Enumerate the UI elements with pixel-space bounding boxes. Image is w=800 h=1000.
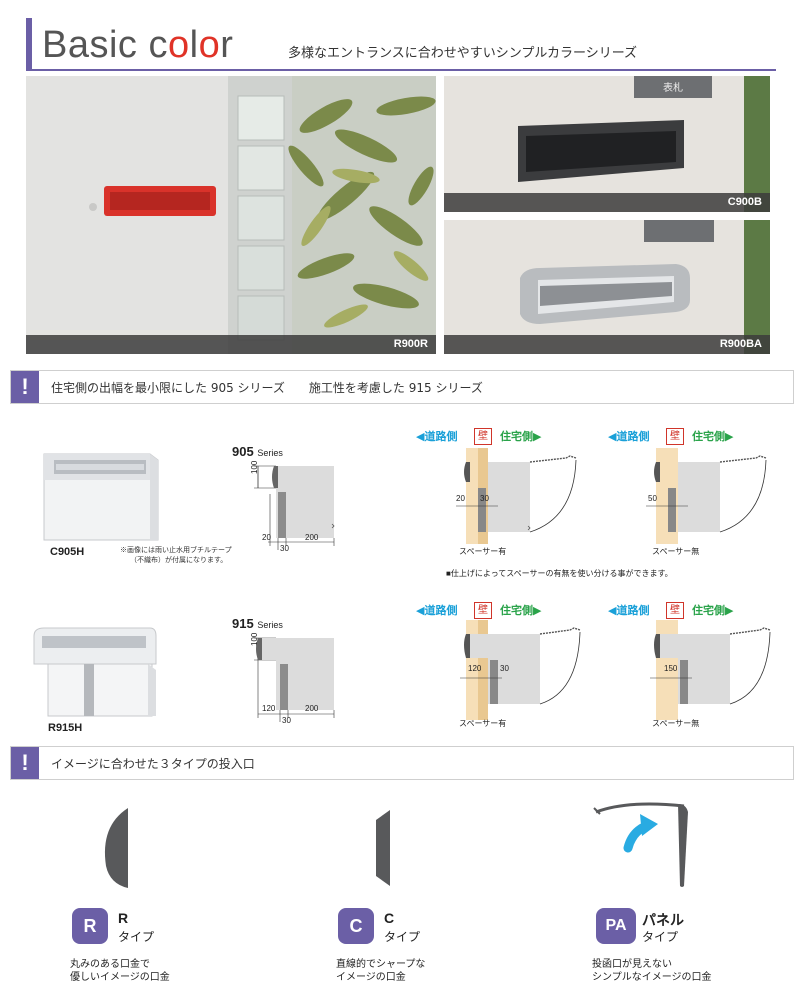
photo-caption: C900B xyxy=(444,193,770,212)
section-title: 住宅側の出幅を最小限にした 905 シリーズ 施工性を考慮した 915 シリーズ xyxy=(51,381,483,395)
r-type-desc-2: 優しいイメージの口金 xyxy=(70,972,170,983)
c-type-name: C xyxy=(384,910,395,926)
d1-dim-30: 30 xyxy=(480,494,489,503)
panel-type-desc-1: 投函口が見えない xyxy=(592,959,672,970)
d3-dim-30: 30 xyxy=(500,664,509,673)
c-type-badge: C xyxy=(338,908,374,944)
c-type-desc-2: イメージの口金 xyxy=(336,972,406,983)
photo-silver-mailbox: R900BA xyxy=(444,220,770,354)
c-type-profile-icon xyxy=(376,810,390,886)
c-type-desc-1: 直線的でシャープな xyxy=(336,959,426,970)
header-rule xyxy=(26,69,776,71)
d1-dim-20: 20 xyxy=(456,494,465,503)
series-905-title: 905 Series xyxy=(232,444,283,459)
header-accent-bar xyxy=(26,18,32,70)
section-title: イメージに合わせた３タイプの投入口 xyxy=(51,757,255,771)
d3-caption: スペーサー有 xyxy=(459,719,507,728)
exclamation-icon: ! xyxy=(11,371,39,403)
series-905-dimension-diagram xyxy=(254,465,335,550)
d1-caption: スペーサー有 xyxy=(459,547,507,556)
dim-905-30: 30 xyxy=(280,544,289,553)
c905h-note-line2: （不織布）が付属になります。 xyxy=(130,557,228,564)
photo-red-mailbox-illustration xyxy=(26,76,436,354)
dim-915-100: 100 xyxy=(250,632,259,646)
r915h-label: R915H xyxy=(48,722,83,734)
panel-type-desc-2: シンプルなイメージの口金 xyxy=(592,972,712,983)
section-bar-types: ! イメージに合わせた３タイプの投入口 xyxy=(10,746,794,780)
d4-dim-150: 150 xyxy=(664,664,678,673)
photo-silver-mailbox-illustration xyxy=(444,220,770,354)
road-side-label: ◀道路側 xyxy=(608,430,650,443)
dim-905-200: 200 xyxy=(305,533,319,542)
install-diagram-905-no-spacer xyxy=(646,448,767,544)
page-header: Basic color 多様なエントランスに合わせやすいシンプルカラーシリーズ xyxy=(26,12,776,71)
dim-915-200: 200 xyxy=(305,704,319,713)
road-side-label: ◀道路側 xyxy=(608,604,650,617)
section-bar-series: ! 住宅側の出幅を最小限にした 905 シリーズ 施工性を考慮した 915 シリ… xyxy=(10,370,794,404)
home-side-label: 住宅側▶ xyxy=(500,430,542,443)
panel-type-name: パネル xyxy=(642,912,684,928)
home-side-label: 住宅側▶ xyxy=(692,604,734,617)
dim-905-100: 100 xyxy=(250,460,259,474)
d4-caption: スペーサー無 xyxy=(652,719,700,728)
install-diagram-915-spacer xyxy=(460,620,581,720)
d3-dim-120: 120 xyxy=(468,664,482,673)
dim-915-120: 120 xyxy=(262,704,276,713)
r-type-desc-1: 丸みのある口金で xyxy=(70,959,150,970)
d2-caption: スペーサー無 xyxy=(652,547,700,556)
panel-type-sub: タイプ xyxy=(642,930,679,944)
r-type-name: R xyxy=(118,910,129,926)
home-side-label: 住宅側▶ xyxy=(692,430,734,443)
wall-label: 壁 xyxy=(666,602,684,619)
panel-type-profile-icon xyxy=(593,802,688,887)
r915h-product-image xyxy=(33,627,157,717)
photo-caption: R900BA xyxy=(444,335,770,354)
r-type-sub: タイプ xyxy=(118,930,155,944)
spacer-note: ■仕上げによってスペーサーの有無を使い分ける事ができます。 xyxy=(446,569,673,578)
page-subtitle: 多様なエントランスに合わせやすいシンプルカラーシリーズ xyxy=(288,46,638,61)
wall-label: 壁 xyxy=(474,428,492,445)
photo-black-mailbox: 表札 C900B xyxy=(444,76,770,212)
d2-dim-50: 50 xyxy=(648,494,657,503)
panel-type-badge: PA xyxy=(596,908,636,944)
photo-red-mailbox: R900R xyxy=(26,76,436,354)
wall-label: 壁 xyxy=(474,602,492,619)
page-title: Basic color xyxy=(42,24,234,66)
install-diagram-905-spacer xyxy=(456,448,577,544)
c905h-label: C905H xyxy=(50,546,85,558)
exclamation-icon: ! xyxy=(11,747,39,779)
series-915-dimension-diagram xyxy=(254,637,335,722)
nameplate-text: 表札 xyxy=(663,81,683,94)
home-side-label: 住宅側▶ xyxy=(500,604,542,617)
photo-black-mailbox-illustration: 表札 xyxy=(444,76,770,212)
road-side-label: ◀道路側 xyxy=(416,604,458,617)
install-diagram-915-no-spacer xyxy=(650,620,771,720)
road-side-label: ◀道路側 xyxy=(416,430,458,443)
wall-label: 壁 xyxy=(666,428,684,445)
series-915-title: 915 Series xyxy=(232,616,283,631)
dim-915-30: 30 xyxy=(282,716,291,725)
c905h-note-line1: ※画像には雨い止水用ブチルテープ xyxy=(120,547,232,554)
r-type-badge: R xyxy=(72,908,108,944)
r-type-profile-icon xyxy=(104,808,128,888)
photo-caption: R900R xyxy=(26,335,436,354)
dim-905-20: 20 xyxy=(262,533,271,542)
c905h-product-image xyxy=(43,453,159,541)
c-type-sub: タイプ xyxy=(384,930,421,944)
